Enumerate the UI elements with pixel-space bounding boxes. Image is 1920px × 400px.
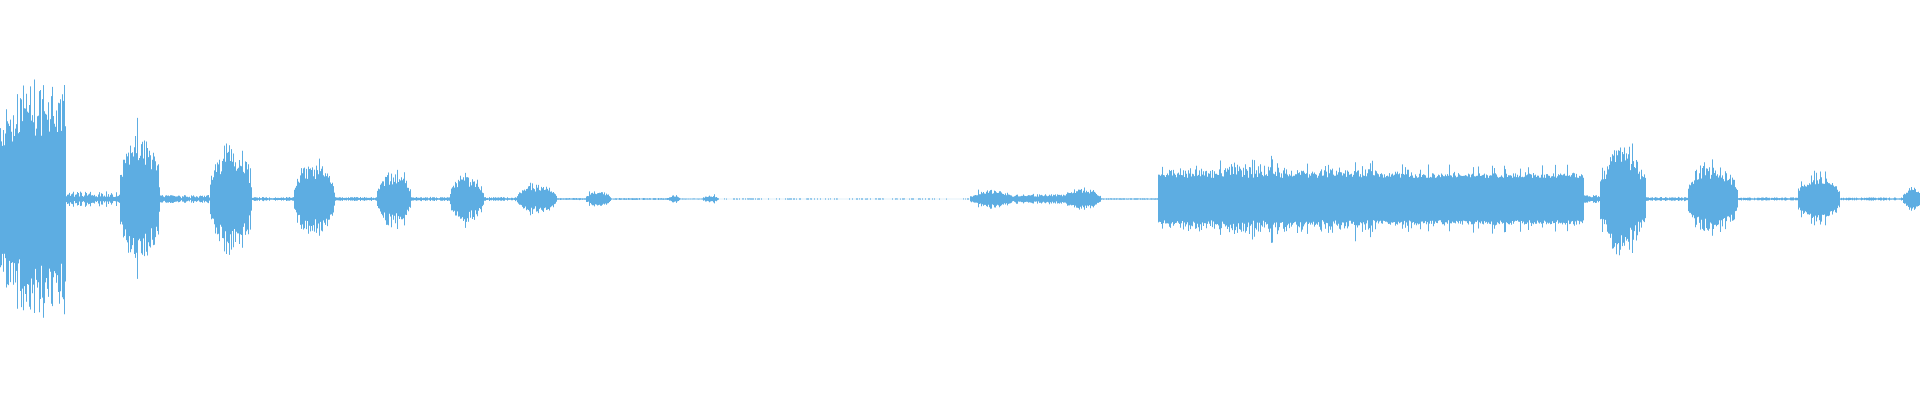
waveform-peaks bbox=[0, 79, 1920, 318]
waveform-trace bbox=[0, 79, 1920, 318]
